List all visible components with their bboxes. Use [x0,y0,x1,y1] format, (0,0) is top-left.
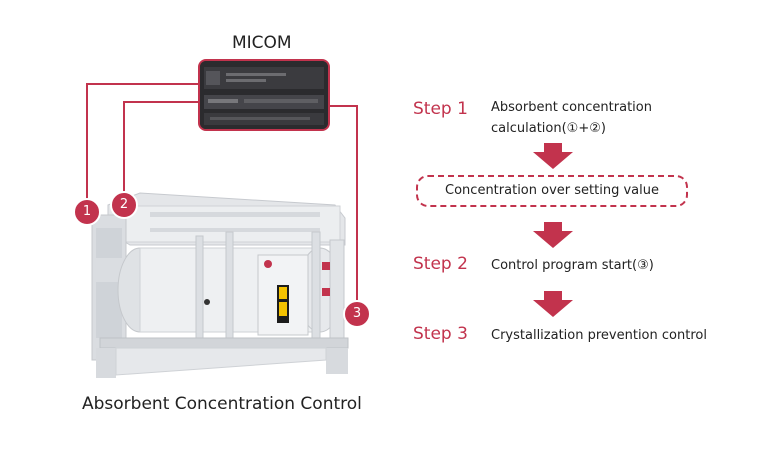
step-1-text: Absorbent concentration calculation(①+②) [491,97,652,139]
chiller-machine-icon [91,192,349,378]
step-3-label: Step 3 [413,324,468,344]
sensor-line-2 [123,101,198,198]
sensor-line-1 [86,83,198,205]
diagram-caption: Absorbent Concentration Control [82,394,362,414]
condition-box: Concentration over setting value [416,175,688,207]
down-arrow-icon [533,291,573,317]
step-2-label: Step 2 [413,254,468,274]
down-arrow-icon [533,222,573,248]
sensor-badge-3: 3 [343,300,371,328]
step-1-text-line1: Absorbent concentration [491,100,652,115]
sensor-line-3 [330,105,358,300]
step-1-label: Step 1 [413,99,468,119]
micom-controller-panel [198,59,330,131]
micom-display-icon [200,61,328,129]
micom-label: MICOM [232,33,292,53]
step-1-text-line2: calculation(①+②) [491,121,606,136]
sensor-badge-2: 2 [110,191,138,219]
step-3-text: Crystallization prevention control [491,328,707,343]
step-2-text: Control program start(③) [491,258,654,273]
down-arrow-icon [533,143,573,169]
sensor-badge-1: 1 [73,198,101,226]
